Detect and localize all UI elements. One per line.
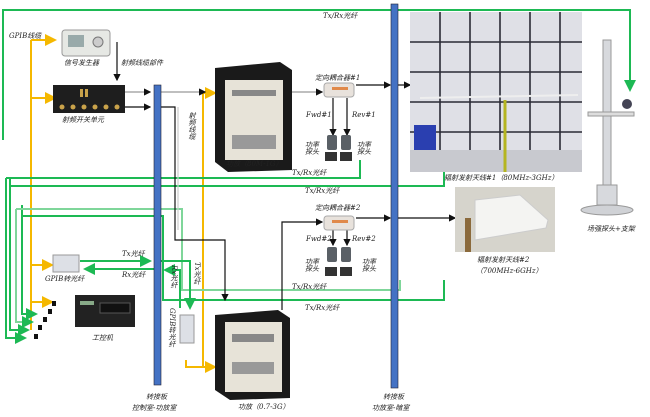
power-amplifier-2	[215, 310, 290, 400]
directional-coupler-2	[323, 215, 355, 231]
pa-2-label: 功放（0.7-3G）	[238, 403, 290, 411]
antenna-2-label-line1: 辐射发射天线#2	[477, 256, 530, 264]
txrx-fiber-top	[2, 9, 636, 140]
coupler-1-label: 定向耦合器#1	[315, 74, 361, 82]
fwd-2-label: Fwd#2	[306, 235, 332, 243]
power-probe-label-2b: 功率 探头	[362, 258, 376, 273]
rf-lines	[113, 42, 457, 310]
fwd-1-label: Fwd#1	[306, 111, 332, 119]
rev-2-label: Rev#2	[352, 235, 376, 243]
power-amplifier-1	[215, 62, 292, 172]
field-probe-label: 场强探头+支架	[587, 225, 635, 233]
power-probe-label-2a: 功率 探头	[305, 258, 319, 273]
directional-coupler-1	[323, 82, 355, 98]
gpib-cable-label: GPIB线缆	[9, 32, 42, 40]
wall-panel-1-label-line2: 控制室-功放室	[132, 404, 177, 412]
power-probe-label-1b: 功率 探头	[357, 141, 371, 156]
gpib-fiber-converter-1	[52, 254, 80, 273]
antenna-2-photo	[455, 187, 555, 252]
antenna-1-photo	[410, 12, 582, 172]
txrx-fiber-label-2: Tx/Rx光纤	[305, 187, 340, 195]
wall-panel-2-label-line1: 转接板	[383, 393, 404, 401]
rf-cable-vertical-label: 射频线缆	[188, 112, 196, 140]
rx-fiber-vertical-label: Rx光纤	[170, 265, 178, 289]
pa-1-label: 功放（80M-1G）	[226, 160, 283, 168]
wall-panel-control-pa	[153, 84, 162, 386]
rf-switch-unit	[53, 85, 125, 113]
rf-cable-part-label: 射频线缆部件	[121, 59, 163, 67]
gpib-fiber-converter-1-label: GPIB转光纤	[45, 275, 85, 283]
rev-1-label: Rev#1	[352, 111, 376, 119]
gpib-fiber-converter-2	[179, 314, 195, 344]
power-sensors-1	[325, 135, 352, 161]
field-probe-stand	[580, 39, 635, 216]
wall-panel-1-label-line1: 转接板	[146, 393, 167, 401]
signal-generator	[61, 29, 111, 57]
txrx-fiber-label-3: Tx/Rx光纤	[292, 283, 327, 291]
antenna-1-label: 辐射发射天线#1（80MHz-3GHz）	[444, 174, 559, 182]
rx-fiber-label: Rx光纤	[122, 271, 146, 279]
tx-fiber-label: Tx光纤	[122, 250, 145, 258]
rf-switch-unit-label: 射频开关单元	[62, 116, 104, 124]
gpib-fiber-links	[80, 255, 196, 310]
wall-panel-pa-chamber	[390, 3, 399, 389]
coupler-2-label: 定向耦合器#2	[315, 204, 361, 212]
industrial-pc-label: 工控机	[92, 334, 113, 342]
signal-generator-label: 信号发生器	[64, 59, 99, 67]
power-probe-label-1a: 功率 探头	[305, 141, 319, 156]
txrx-fiber-label-1: Tx/Rx光纤	[292, 169, 327, 177]
power-sensors-2	[325, 247, 352, 276]
fiber-connectors	[34, 301, 56, 339]
txrx-fiber-label-4: Tx/Rx光纤	[305, 304, 340, 312]
gpib-fiber-converter-2-label: GPIB转光纤	[168, 308, 176, 348]
tx-fiber-vertical-label: Tx光纤	[193, 262, 201, 285]
industrial-pc	[75, 295, 135, 327]
antenna-2-label-line2: （700MHz-6GHz）	[476, 267, 543, 275]
wall-panel-2-label-line2: 功放室-暗室	[372, 404, 410, 412]
txrx-fiber-label-top: Tx/Rx光纤	[323, 12, 358, 20]
